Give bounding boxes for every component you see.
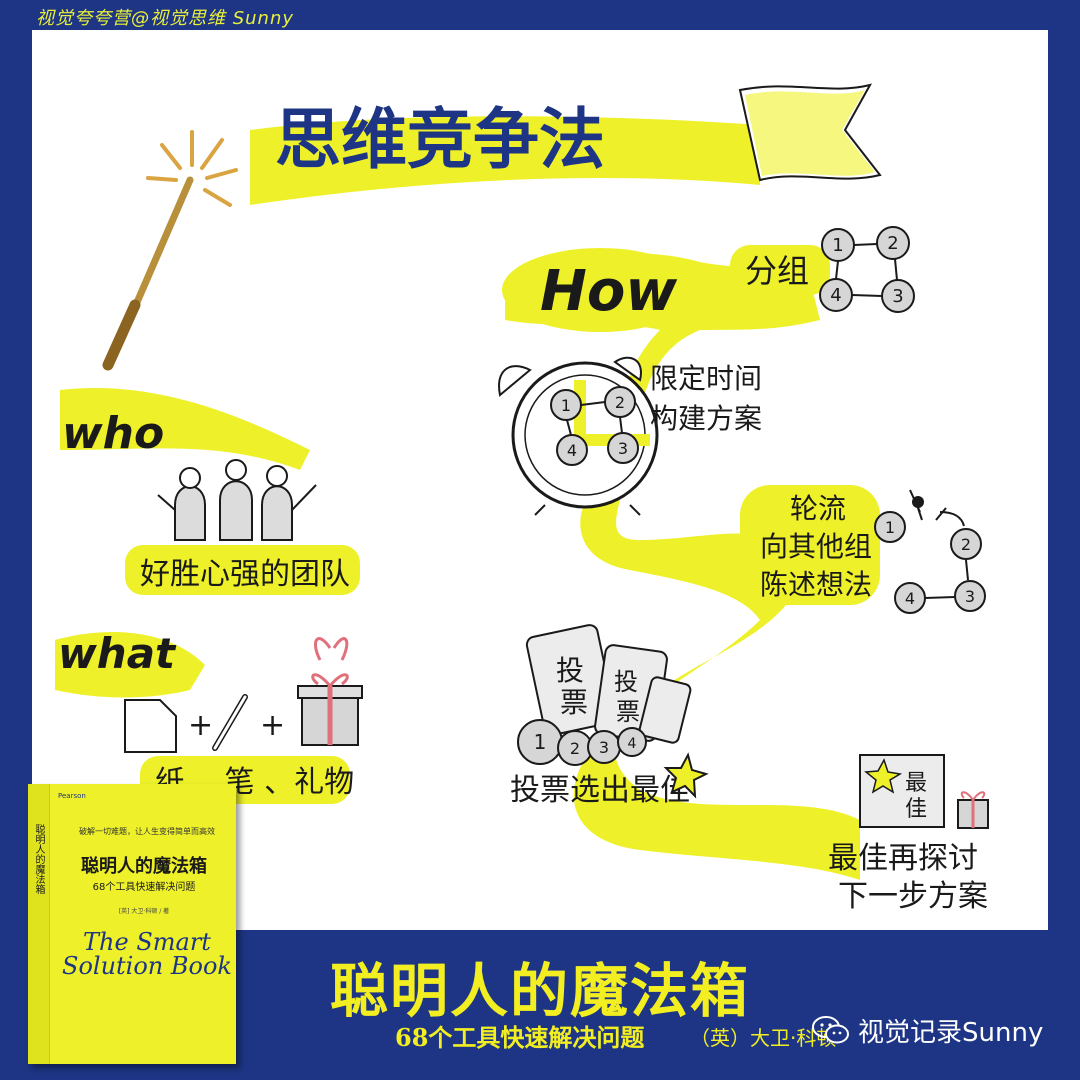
who-label: who <box>62 408 164 459</box>
book-spine-text: 聪明人的魔法箱 <box>32 824 46 894</box>
book-author: [英] 大卫·科顿 / 著 <box>56 906 232 915</box>
what-section: what + + 纸 、笔 、礼物 <box>55 629 362 804</box>
paper-icon <box>125 700 176 752</box>
vote-number-1: 1 <box>534 730 547 754</box>
how-label: How <box>540 259 677 324</box>
best-card-icon: 最 佳 <box>860 755 944 827</box>
step-next-line2: 下一步方案 <box>838 879 988 914</box>
clock-number-1: 1 <box>561 396 571 415</box>
vote-number-2: 2 <box>570 739 580 758</box>
step-group-label: 分组 <box>745 252 809 290</box>
step-vote-label: 投票选出最佳 <box>510 773 690 808</box>
step-present-line1: 轮流 <box>790 492 846 525</box>
rotate-number-1: 1 <box>885 518 895 537</box>
step-timed-line1: 限定时间 <box>650 362 762 395</box>
best-card-text-2: 佳 <box>905 797 927 822</box>
ballot-text-1: 投 <box>556 654 584 687</box>
step-timed-line2: 构建方案 <box>650 402 762 435</box>
clock-number-3: 3 <box>618 439 628 458</box>
rotate-number-2: 2 <box>961 535 971 554</box>
what-label: what <box>58 629 177 678</box>
step-next-line1: 最佳再探讨 <box>828 841 978 876</box>
title-banner: 思维竞争法 <box>250 85 880 205</box>
microphone-icon <box>912 496 924 520</box>
who-section: who 好胜心强的团队 <box>60 388 360 595</box>
main-title: 思维竞争法 <box>275 101 605 178</box>
group-number-3: 3 <box>892 286 903 307</box>
bottom-subtitle: 68个工具快速解决问题 <box>395 1018 644 1053</box>
book-publisher: Pearson <box>58 792 86 800</box>
book-slogan: 破解一切难题，让人生变得简单而高效 <box>62 826 232 837</box>
ballot-text-2: 票 <box>560 686 588 719</box>
ballot-text-3: 投 <box>614 668 638 696</box>
small-gift-icon <box>958 792 988 828</box>
magic-wand-icon <box>108 132 236 365</box>
vote-number-4: 4 <box>628 736 637 752</box>
group-number-1: 1 <box>832 235 843 256</box>
book-title: 聪明人的魔法箱 <box>56 852 232 878</box>
wechat-icon <box>812 1015 850 1045</box>
vote-number-3: 3 <box>599 738 609 757</box>
best-card-text-1: 最 <box>905 771 927 796</box>
group-number-4: 4 <box>830 285 841 306</box>
wechat-label: 视觉记录Sunny <box>858 1012 1043 1049</box>
plus-sign-1: + <box>188 708 213 743</box>
step-present-line3: 陈述想法 <box>760 568 872 601</box>
pen-icon <box>215 697 245 748</box>
rotate-number-4: 4 <box>905 589 915 608</box>
alarm-clock-icon: 1 2 3 4 <box>499 358 657 515</box>
plus-sign-2: + <box>260 708 285 743</box>
team-people-icon <box>158 460 316 540</box>
group-number-2: 2 <box>887 233 898 254</box>
wechat-account: 视觉记录Sunny <box>812 1010 1043 1050</box>
book-subtitle: 68个工具快速解决问题 <box>56 878 232 893</box>
gift-box-icon <box>298 639 362 745</box>
ballot-text-4: 票 <box>616 698 640 726</box>
clock-number-2: 2 <box>615 393 625 412</box>
step-present-line2: 向其他组 <box>760 530 872 563</box>
who-caption: 好胜心强的团队 <box>140 557 350 592</box>
rotate-number-3: 3 <box>965 587 975 606</box>
clock-number-4: 4 <box>567 441 577 460</box>
